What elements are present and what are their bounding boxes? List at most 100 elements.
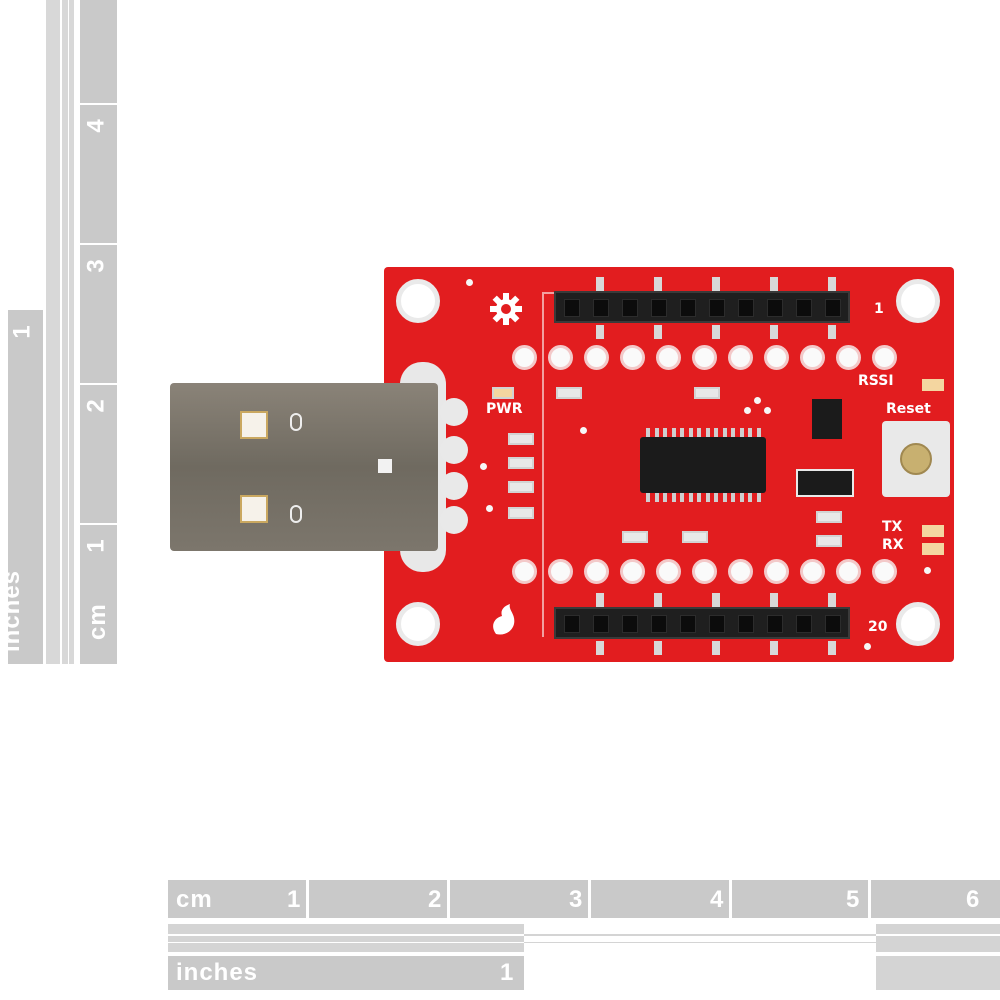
xbee-pin-pad [620, 559, 645, 584]
left-cm-tick-2: 2 [82, 399, 110, 413]
header-socket [593, 615, 609, 633]
chip-pin [739, 493, 744, 502]
mounting-hole-br [896, 602, 940, 646]
bottom-cm-tick-4: 4 [710, 886, 724, 913]
chip-pin [697, 493, 701, 502]
mounting-hole-tl [396, 279, 440, 323]
header-socket [767, 299, 783, 317]
bottom-cm-tick-6: 6 [966, 886, 980, 913]
reset-label: Reset [886, 401, 931, 417]
cm-segment-4 [80, 105, 117, 243]
inch-row-seg-1 [168, 956, 524, 990]
usb-contact-slot [240, 495, 268, 523]
chip-pin [663, 493, 667, 502]
tx-led [922, 525, 944, 537]
capacitor [816, 511, 842, 523]
xbee-pin-pad [584, 559, 609, 584]
capacitor [622, 531, 648, 543]
cm-row-seg-3 [450, 880, 588, 918]
header-pin [596, 593, 604, 607]
cm-row-seg-1 [168, 880, 306, 918]
xbee-pin-pad [548, 345, 573, 370]
header-pin [712, 277, 720, 291]
header-socket [709, 615, 725, 633]
header-socket [564, 615, 580, 633]
chip-pin [688, 493, 693, 502]
chip-pin [697, 428, 701, 437]
header-pin [596, 641, 604, 655]
chip-pin [688, 428, 693, 437]
header-pin [828, 325, 836, 339]
pwr-led [492, 387, 514, 399]
resistor [508, 457, 534, 469]
header-socket [680, 615, 696, 633]
xbee-pin-pad [800, 345, 825, 370]
tantalum-cap [796, 469, 854, 497]
chip-pin [671, 428, 676, 437]
chip-pin [654, 428, 659, 437]
xbee-pin-pad [584, 345, 609, 370]
bottom-cm-tick-3: 3 [569, 886, 583, 913]
usb-a-plug [170, 383, 438, 551]
bottom-cm-tick-1: 1 [287, 886, 301, 913]
rx-label: RX [882, 537, 904, 553]
bottom-cm-label: cm [176, 886, 213, 913]
cm-segment-2 [80, 385, 117, 523]
capacitor [682, 531, 708, 543]
xbee-pin-pad [764, 559, 789, 584]
xbee-pin-pad [548, 559, 573, 584]
header-pin [654, 277, 662, 291]
header-pin [712, 593, 720, 607]
inch-scale-row [168, 924, 524, 952]
inch-scale-row-right [876, 924, 1000, 952]
xbee-pin-pad [620, 345, 645, 370]
header-pin [770, 593, 778, 607]
header-pin [654, 641, 662, 655]
usb-serial-chip [640, 428, 766, 502]
xbee-pin-pad [656, 559, 681, 584]
header-pin [828, 277, 836, 291]
chip-pin [671, 493, 676, 502]
chip-pin [731, 493, 735, 502]
chip-pin [756, 493, 761, 502]
header-pin [770, 277, 778, 291]
chip-pin [705, 428, 710, 437]
xbee-pin-pad [800, 559, 825, 584]
chip-pin [739, 428, 744, 437]
chip-pin [646, 493, 650, 502]
header-socket [564, 299, 580, 317]
header-pin [596, 277, 604, 291]
pin-20-label: 20 [868, 619, 888, 635]
inch-row-seg-2 [876, 956, 1000, 990]
xbee-pin-pad [728, 345, 753, 370]
top-pin-header [554, 291, 850, 323]
resistor [508, 507, 534, 519]
chip-pin [748, 493, 752, 502]
header-socket [593, 299, 609, 317]
xbee-pin-pad [872, 345, 897, 370]
pin-1-label: 1 [874, 301, 884, 317]
bottom-cm-tick-2: 2 [428, 886, 442, 913]
bottom-inch-tick-1: 1 [500, 959, 514, 986]
bottom-pin-header [554, 607, 850, 639]
cm-row-seg-2 [309, 880, 447, 918]
pcb-board: PWR RSSI Reset TX RX 1 20 [384, 267, 954, 662]
header-pin [654, 593, 662, 607]
reset-button [882, 421, 950, 497]
usb-hole [290, 505, 302, 523]
left-cm-tick-4: 4 [82, 119, 110, 133]
gear-icon [488, 291, 524, 327]
left-cm-tick-1: 1 [82, 539, 110, 553]
xbee-pin-pad [836, 559, 861, 584]
left-cm-tick-3: 3 [82, 259, 110, 273]
chip-pin [646, 428, 650, 437]
header-socket [738, 299, 754, 317]
cm-segment-1 [80, 525, 117, 664]
header-socket [738, 615, 754, 633]
header-pin [712, 641, 720, 655]
usb-contact-slot [240, 411, 268, 439]
mounting-hole-tr [896, 279, 940, 323]
xbee-pin-pad [512, 345, 537, 370]
cm-row-seg-4 [591, 880, 729, 918]
resistor [556, 387, 582, 399]
